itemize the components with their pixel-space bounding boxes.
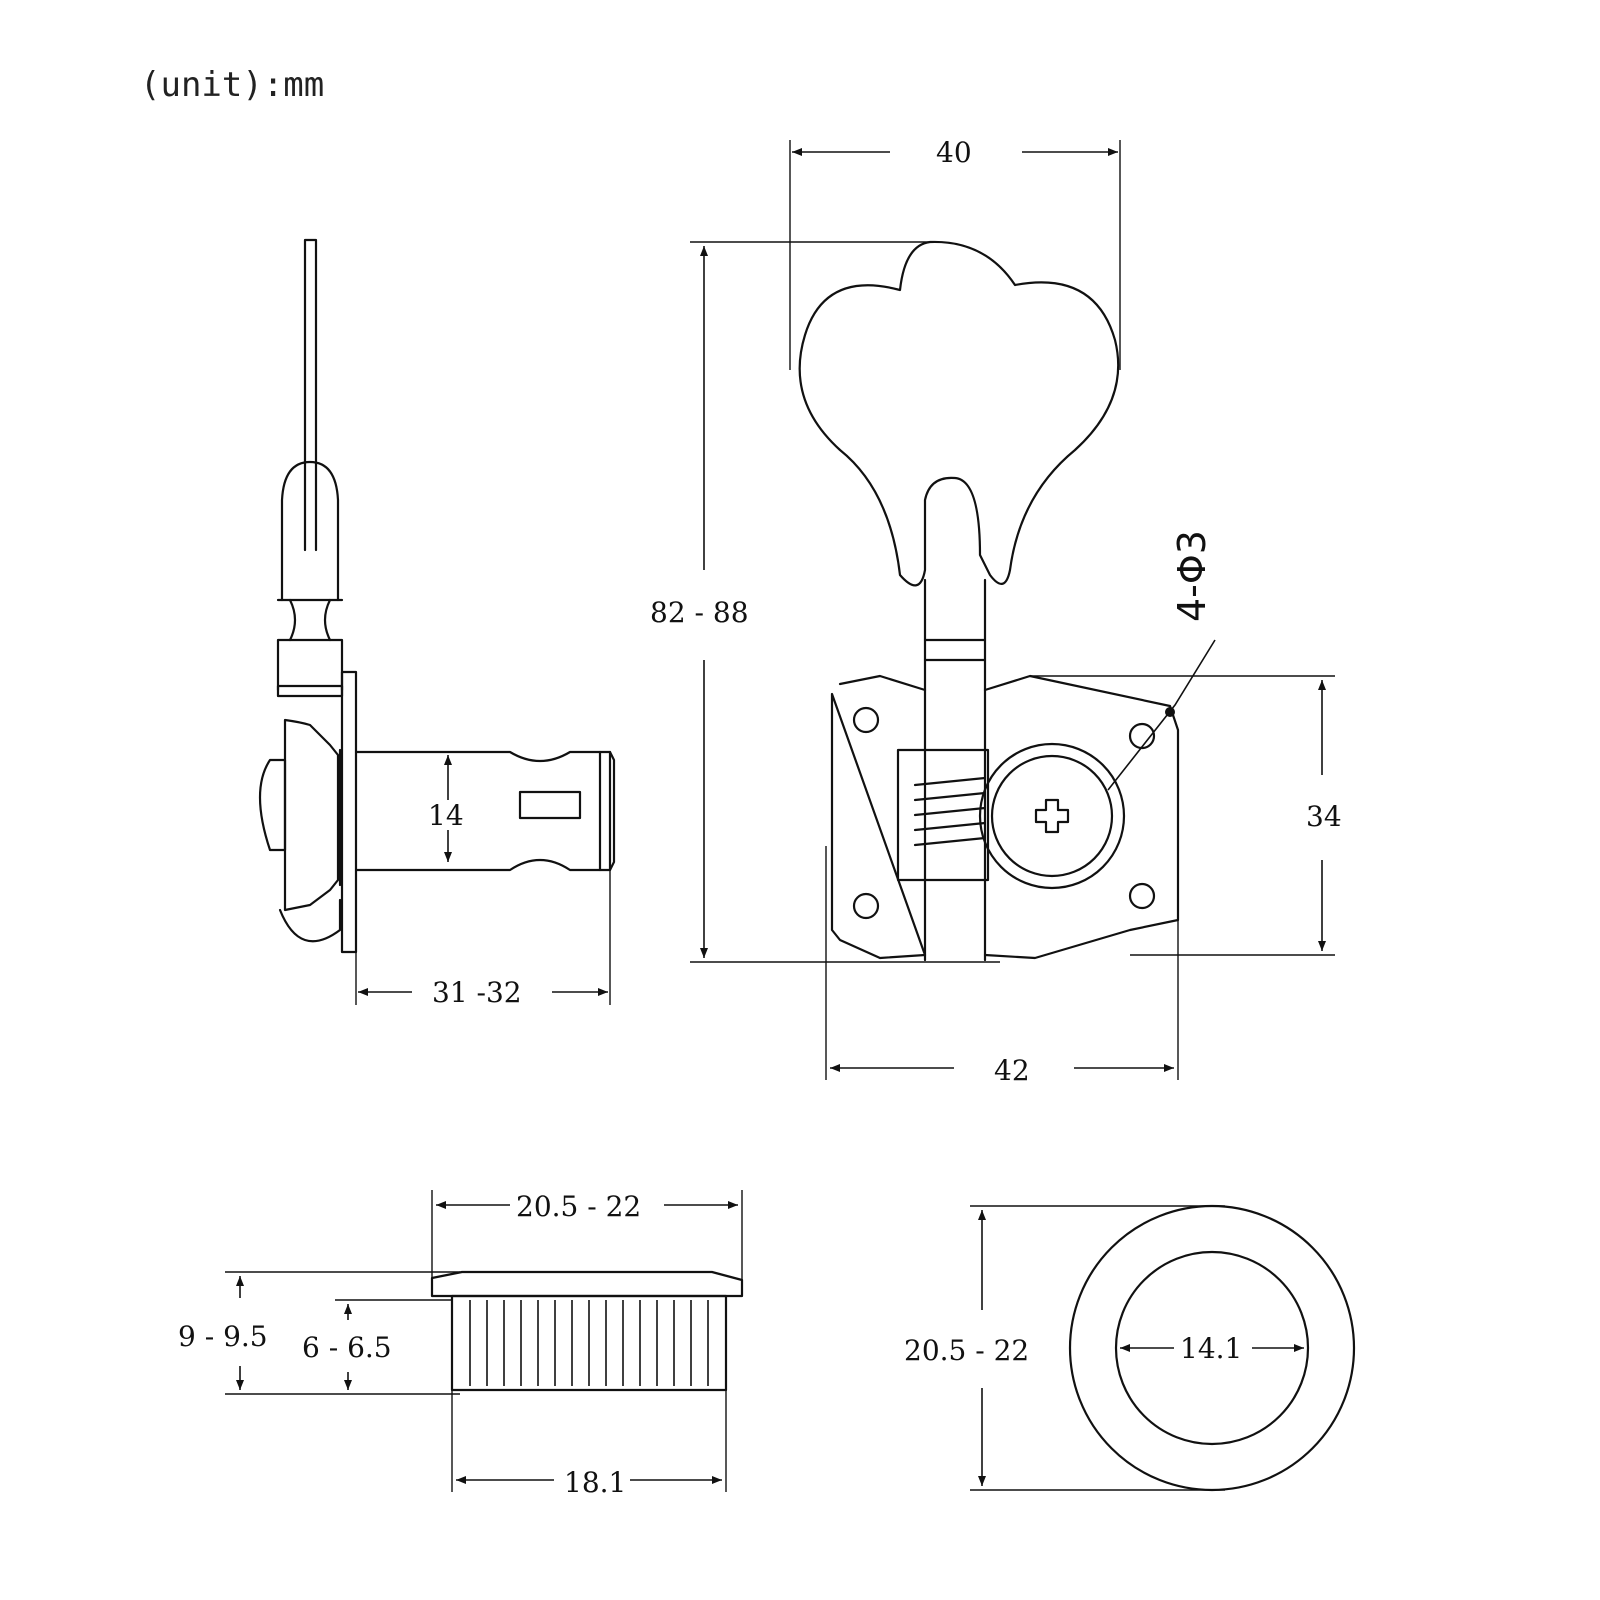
bushing-dim-body-width [451, 1390, 727, 1492]
bushing-dim-body-height-label: 6 - 6.5 [302, 1331, 392, 1364]
front-dim-plate-height [1030, 675, 1335, 956]
bushing-dim-total-height-label: 9 - 9.5 [178, 1320, 268, 1353]
bushing-dim-total-height [225, 1271, 460, 1395]
bushing-dim-inner-diameter-label: 14.1 [1180, 1332, 1242, 1365]
side-dim-width [355, 870, 611, 1005]
front-dim-plate-width [825, 846, 1179, 1080]
front-view [798, 240, 1216, 962]
bushing-dim-outer-diameter-label: 20.5 - 22 [904, 1334, 1029, 1367]
bushing-dim-flange-width [431, 1190, 743, 1296]
side-dim-width-label: 31 -32 [432, 976, 522, 1009]
hole-callout: 4-Φ3 [1170, 530, 1214, 622]
front-dim-plate-height-label: 34 [1306, 800, 1342, 833]
front-dim-height [690, 241, 1000, 963]
bushing-dim-outer-diameter [970, 1205, 1225, 1491]
front-dim-button-width-label: 40 [936, 136, 972, 169]
bushing-dim-body-height [335, 1299, 452, 1390]
front-dim-height-label: 82 - 88 [650, 596, 749, 629]
bushing-side-view [430, 1270, 744, 1392]
bushing-dim-flange-width-label: 20.5 - 22 [516, 1190, 641, 1223]
front-dim-button-width [789, 140, 1121, 370]
front-dim-plate-width-label: 42 [994, 1054, 1030, 1087]
bushing-dim-body-width-label: 18.1 [564, 1466, 626, 1499]
side-view [258, 238, 616, 954]
side-dim-shaft-label: 14 [428, 799, 464, 832]
unit-label: (unit):mm [140, 65, 324, 105]
